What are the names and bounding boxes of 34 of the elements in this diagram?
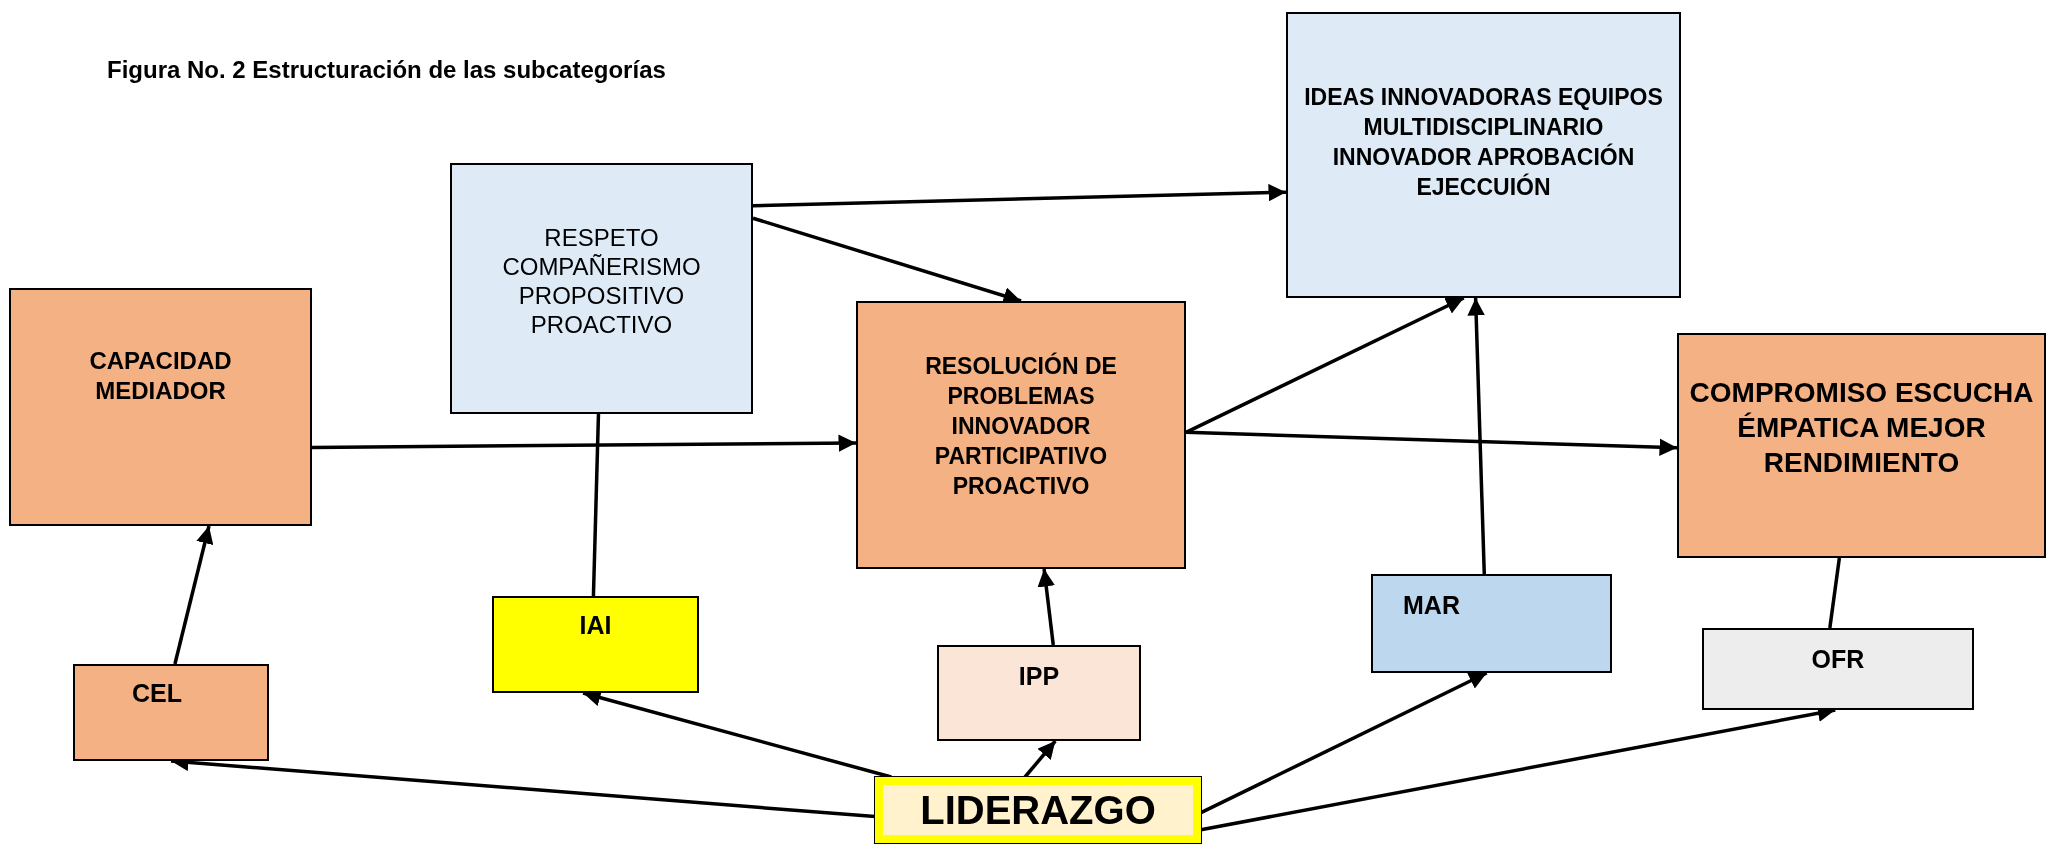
box-label: RESOLUCIÓN DE PROBLEMAS INNOVADOR PARTICIPATIVO PROACTIVO: [924, 351, 1118, 501]
concept-box: [937, 645, 1141, 741]
arrow: [1023, 739, 1057, 779]
highlighted-box: [875, 777, 1201, 843]
box-label: COMPROMISO ESCUCHA ÉMPATICA MEJOR RENDIMIENTO: [1688, 376, 2035, 480]
figure-title: Figura No. 2 Estructuración de las subcategorías: [107, 56, 666, 84]
concept-box: [450, 163, 753, 414]
concept-box: [1371, 574, 1612, 673]
box-label: CEL: [132, 678, 182, 708]
concept-box: [1702, 628, 1974, 710]
box-label: CAPACIDAD MEDIADOR: [88, 346, 233, 406]
box-label: IPP: [1018, 661, 1060, 691]
arrow: [752, 183, 1287, 208]
arrow: [1200, 671, 1488, 815]
box-label: MAR: [1403, 590, 1460, 620]
concept-box: [856, 301, 1186, 569]
box-label: LIDERAZGO: [920, 787, 1156, 834]
connector-line: [591, 413, 601, 597]
arrow: [312, 434, 856, 452]
concept-box: [73, 664, 269, 761]
arrow: [1185, 430, 1678, 456]
connector-line: [1828, 557, 1842, 629]
arrow: [1185, 296, 1465, 434]
arrow: [1467, 297, 1486, 575]
box-label: RESPETO COMPAÑERISMO PROPOSITIVO PROACTIVO: [501, 223, 702, 339]
box-label: OFR: [1811, 644, 1865, 674]
box-label: IAI: [579, 610, 612, 640]
arrow: [1037, 568, 1055, 646]
concept-box: [9, 288, 312, 526]
box-label: IDEAS INNOVADORAS EQUIPOS MULTIDISCIPLINARIO INNOVADOR APROBACIÓN EJECCUIÓN: [1303, 83, 1664, 202]
concept-box: [1677, 333, 2046, 558]
concept-box: [1286, 12, 1681, 298]
concept-box: [492, 596, 699, 693]
arrow: [173, 525, 214, 665]
